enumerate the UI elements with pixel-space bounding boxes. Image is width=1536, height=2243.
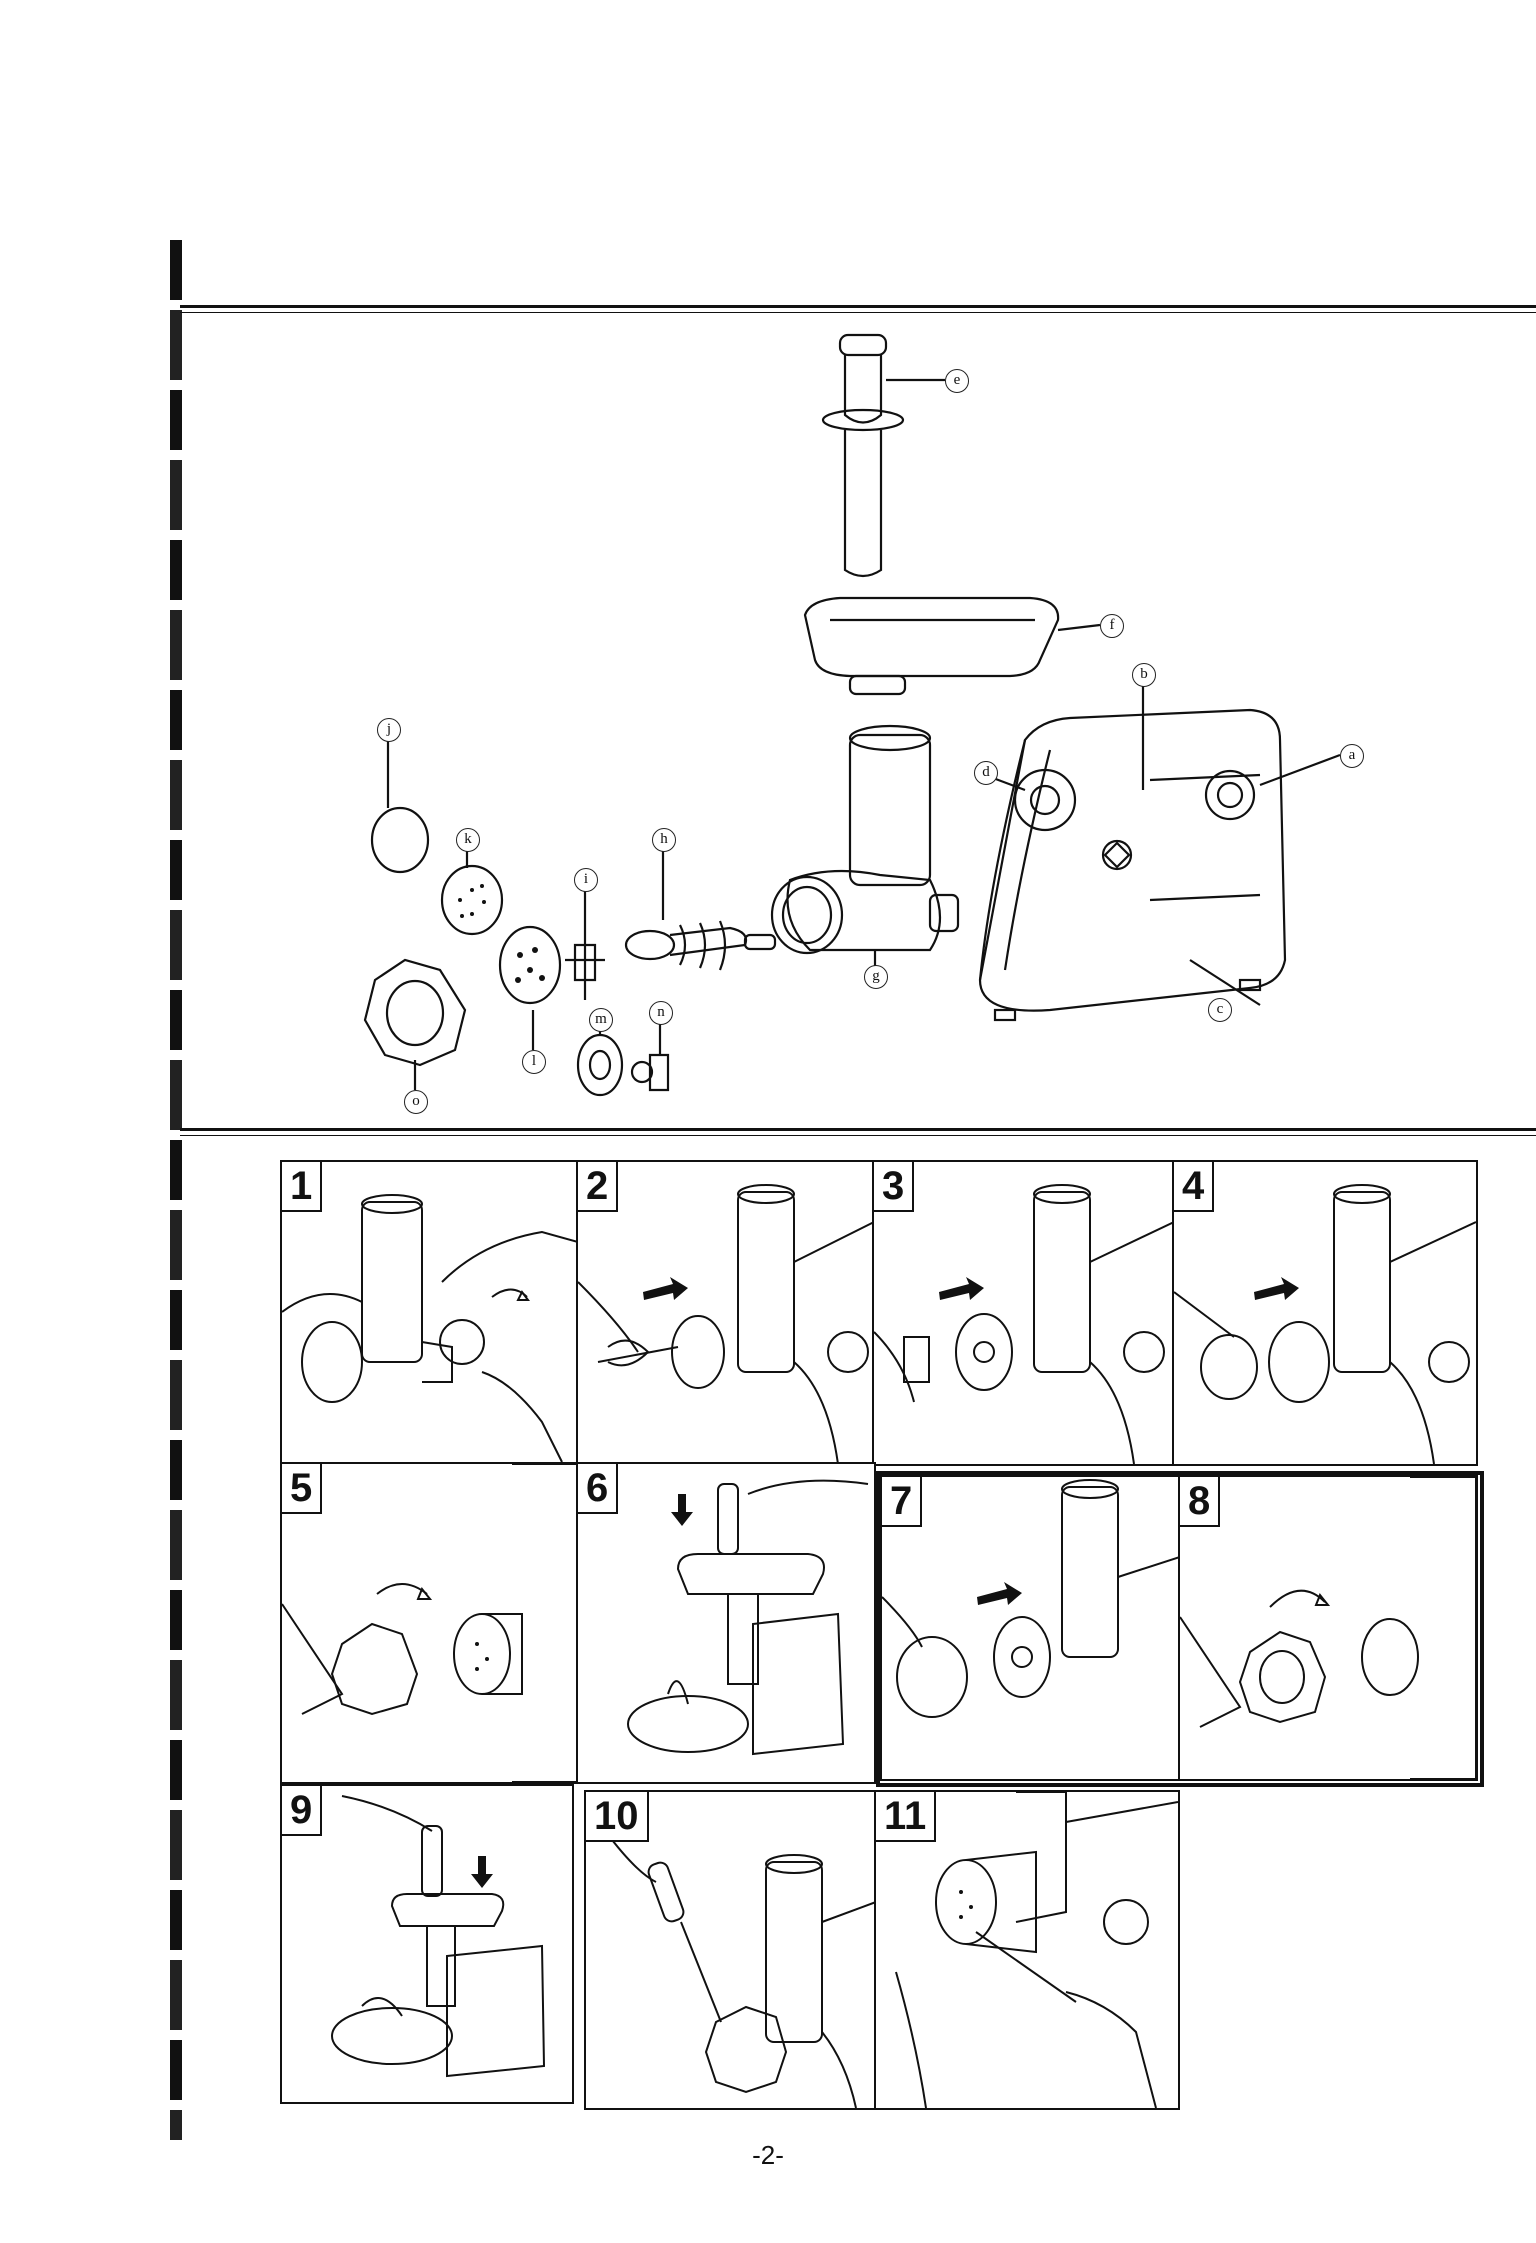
step-1-illustration xyxy=(282,1162,578,1464)
step-number-8: 8 xyxy=(1180,1477,1220,1527)
step-number-5: 5 xyxy=(282,1464,322,1514)
step-panel-10: 10 xyxy=(584,1790,878,2110)
step-number-3: 3 xyxy=(874,1162,914,1212)
step-panel-5: 5 xyxy=(280,1462,580,1784)
step-7-illustration xyxy=(882,1477,1180,1779)
step-number-9: 9 xyxy=(282,1786,322,1836)
step-panel-3: 3 xyxy=(872,1160,1176,1466)
step-9-illustration xyxy=(282,1786,572,2102)
page-number: -2- xyxy=(0,2140,1536,2171)
step-number-4: 4 xyxy=(1174,1162,1214,1212)
step-panel-9: 9 xyxy=(280,1784,574,2104)
step-panel-8: 8 xyxy=(1178,1475,1478,1781)
step-2-illustration xyxy=(578,1162,874,1464)
step-panel-4: 4 xyxy=(1172,1160,1478,1466)
step-number-1: 1 xyxy=(282,1162,322,1212)
step-3-illustration xyxy=(874,1162,1174,1464)
step-number-6: 6 xyxy=(578,1464,618,1514)
step-panel-7: 7 xyxy=(880,1475,1182,1781)
step-number-11: 11 xyxy=(876,1792,936,1842)
step-8-illustration xyxy=(1180,1477,1476,1779)
step-panel-2: 2 xyxy=(576,1160,876,1466)
step-number-2: 2 xyxy=(578,1162,618,1212)
step-panel-6: 6 xyxy=(576,1462,876,1784)
step-5-illustration xyxy=(282,1464,578,1782)
step-number-7: 7 xyxy=(882,1477,922,1527)
step-panel-1: 1 xyxy=(280,1160,580,1466)
step-4-illustration xyxy=(1174,1162,1476,1464)
step-number-10: 10 xyxy=(586,1792,649,1842)
step-panel-11: 11 xyxy=(874,1790,1180,2110)
step-6-illustration xyxy=(578,1464,874,1782)
